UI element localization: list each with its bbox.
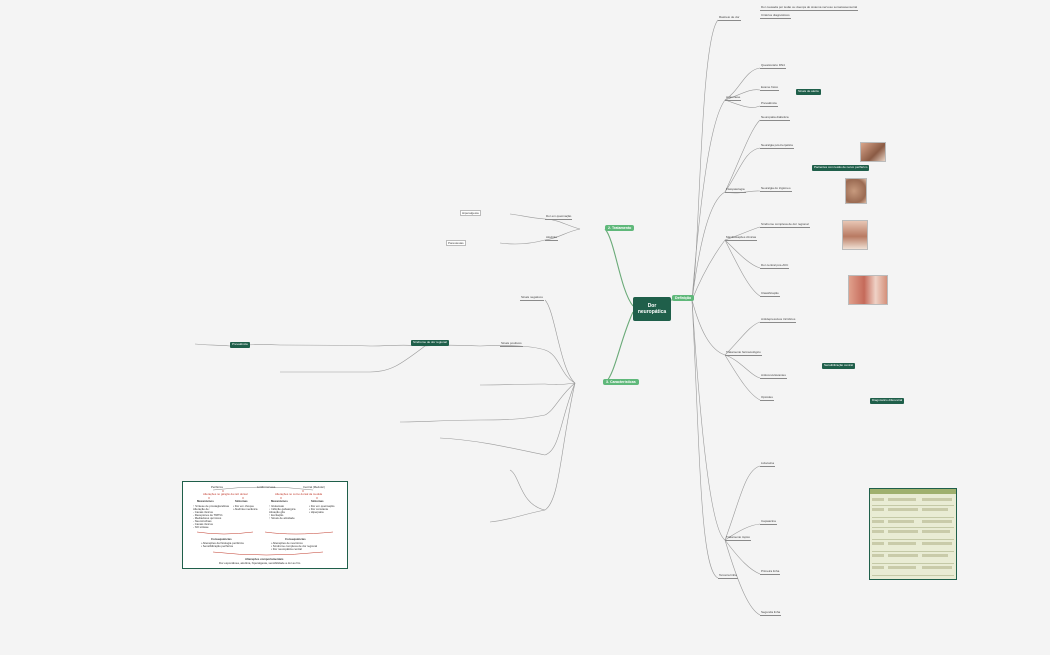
central-topic[interactable]: Dor neuropática bbox=[633, 297, 671, 321]
node-tratamento-farm[interactable]: Tratamento farmacológico bbox=[725, 350, 762, 356]
panel-h4: Sintomas bbox=[311, 499, 324, 503]
table-row bbox=[872, 565, 954, 576]
node-parestesias[interactable]: Parestesias bbox=[446, 240, 466, 247]
table-row bbox=[872, 507, 954, 518]
node-sinais-negativos[interactable]: Sinais negativos bbox=[520, 295, 544, 301]
node-alodinia[interactable]: Alodínia bbox=[545, 235, 558, 241]
photo-lesion-1 bbox=[860, 142, 886, 162]
panel-col-left: Periférica bbox=[211, 485, 223, 489]
node-dn4[interactable]: Questionário DN4 bbox=[760, 63, 786, 69]
panel-footer-h: Alterações comportamentais bbox=[245, 557, 284, 561]
node-dor-queimacao[interactable]: Dor em queimação bbox=[545, 214, 573, 220]
table-row bbox=[872, 519, 954, 528]
panel-central-h2: Consequências bbox=[285, 537, 306, 541]
panel-sub-left: Alterações no gânglio da raiz dorsal bbox=[203, 492, 248, 496]
node-manifestacoes[interactable]: Manifestações clínicas bbox=[725, 235, 758, 241]
panel-sub-right: Alterações no corno dorsal da medula bbox=[275, 492, 323, 496]
node-lidocaina[interactable]: Lidocaína bbox=[760, 461, 776, 467]
node-definicao-text[interactable]: Dor causada por lesão ou doença do siste… bbox=[760, 5, 859, 11]
summary-table bbox=[869, 488, 957, 580]
tag-diferencial[interactable]: Diagnóstico diferencial bbox=[870, 398, 905, 404]
panel-m1-3: - Receptores de TRPV1 bbox=[193, 513, 223, 517]
panel-s2-2: • Hiperpatia bbox=[309, 510, 324, 514]
node-sindrome-regional[interactable]: Síndrome complexa de dor regional bbox=[760, 222, 810, 228]
node-prevalencia[interactable]: Prevalência bbox=[760, 101, 778, 107]
pathophysiology-panel: Periférica Lesão nervosa Central (Medula… bbox=[182, 481, 348, 569]
node-pos-herpetica[interactable]: Neuralgia pós-herpética bbox=[760, 143, 794, 149]
panel-m1-0: ↑ Síntese de prostaglandinas bbox=[193, 504, 230, 508]
panel-m1-7: - NO sintase bbox=[193, 525, 209, 529]
node-opioides[interactable]: Opioides bbox=[760, 395, 774, 401]
panel-s2-1: • Dor constante bbox=[309, 507, 329, 511]
panel-m2-3: ↑ Excitação bbox=[269, 513, 284, 517]
panel-h2: Sintomas bbox=[235, 499, 248, 503]
node-neuropatia[interactable]: Neuropatia diabética bbox=[760, 115, 790, 121]
tag-dor-regional[interactable]: Síndrome de dor regional bbox=[411, 340, 449, 346]
tag-prevalencia[interactable]: Prevalência bbox=[230, 342, 250, 348]
photo-skin-2 bbox=[848, 275, 888, 305]
tag-lesao-nervo[interactable]: Pacientes com lesão de nervo periférico bbox=[812, 165, 870, 171]
panel-m2-4: ↑ Sinais de atividade bbox=[269, 516, 295, 520]
photo-skin-1 bbox=[842, 220, 868, 250]
panel-m1-4: - Mediadores químicos bbox=[193, 516, 222, 520]
panel-s2-0: • Dor em queimação bbox=[309, 504, 335, 508]
panel-m2-2: Ativação glia bbox=[269, 510, 285, 514]
branch-tratamento[interactable]: 2. Tratamento bbox=[605, 225, 635, 231]
node-segunda-linha[interactable]: Segunda linha bbox=[760, 610, 782, 616]
node-classificacao[interactable]: Classificação bbox=[760, 291, 780, 297]
node-terceira-linha[interactable]: Terceira linha bbox=[718, 573, 738, 579]
panel-h3: Mecanismos bbox=[271, 499, 288, 503]
node-exame[interactable]: Exame físico bbox=[760, 85, 780, 91]
panel-s1-0: • Dor em choque bbox=[233, 504, 254, 508]
panel-footer-s: Dor espontânea, alodínia, hiperalgesia, … bbox=[219, 561, 301, 565]
panel-arrows bbox=[196, 486, 334, 556]
node-sinais-positivos[interactable]: Sinais positivos bbox=[500, 341, 523, 347]
node-anticonvulsivantes[interactable]: Anticonvulsivantes bbox=[760, 373, 787, 379]
panel-central-s2-2: • Dor neuropática central bbox=[271, 547, 302, 551]
table-header bbox=[870, 489, 956, 494]
node-capsaicina[interactable]: Capsaicina bbox=[760, 519, 777, 525]
panel-central-s2-1: • Síndrome complexa de dor regional bbox=[271, 544, 318, 548]
panel-m1-5: - Neurotrofinas bbox=[193, 519, 212, 523]
panel-m1-2: - Canais iônicos bbox=[193, 510, 213, 514]
table-row bbox=[872, 541, 954, 552]
panel-central-s1-0: • Alterações da fisiologia periférica bbox=[201, 541, 244, 545]
panel-m1-1: Alteração de: bbox=[193, 507, 210, 511]
table-row bbox=[872, 497, 954, 506]
tag-sinais-alerta[interactable]: Sinais de alerta bbox=[796, 89, 821, 95]
node-anamnese[interactable]: Anamnese bbox=[725, 95, 742, 101]
node-primeira-linha[interactable]: Primeira linha bbox=[760, 569, 781, 575]
node-fisiopatologia[interactable]: Fisiopatologia bbox=[725, 187, 746, 193]
tag-sensibilizacao[interactable]: Sensibilização central bbox=[822, 363, 856, 369]
panel-s1-1: • Alodínia mecânica bbox=[233, 507, 258, 511]
node-rastreio[interactable]: Rastreio de dor bbox=[718, 15, 741, 21]
table-row bbox=[872, 529, 954, 540]
panel-m2-0: ↑ Glutamato bbox=[269, 504, 285, 508]
node-hiperalgesia[interactable]: Hiperalgesia bbox=[460, 210, 481, 217]
node-topico[interactable]: Tratamento tópico bbox=[725, 535, 752, 541]
branch-definicao[interactable]: Definição bbox=[672, 295, 695, 301]
node-trigemeo[interactable]: Neuralgia do trigêmeo bbox=[760, 186, 792, 192]
panel-m2-1: ↓ Inibição gabaérgica bbox=[269, 507, 296, 511]
node-dor-central[interactable]: Dor central pós-AVC bbox=[760, 263, 790, 269]
node-antidepressivos[interactable]: Antidepressivos tricíclicos bbox=[760, 317, 797, 323]
panel-central-h1: Consequências bbox=[211, 537, 232, 541]
panel-h1: Mecanismos bbox=[197, 499, 214, 503]
panel-central-s2-0: • Alterações de neurônios bbox=[271, 541, 303, 545]
panel-col-right: Central (Medular) bbox=[303, 485, 325, 489]
panel-central-s1-1: • Sensibilização periférica bbox=[201, 544, 233, 548]
node-criterios[interactable]: Critérios diagnósticos bbox=[760, 13, 791, 19]
table-row bbox=[872, 553, 954, 564]
photo-lesion-2 bbox=[845, 178, 867, 204]
panel-m1-6: - Canais iônicos bbox=[193, 522, 213, 526]
branch-caracteristicas[interactable]: 3. Características bbox=[603, 379, 639, 385]
